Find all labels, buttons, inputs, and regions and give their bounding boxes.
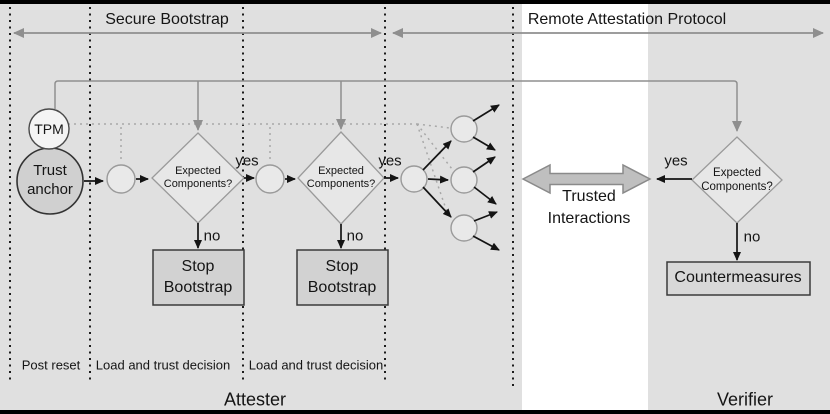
stop-bootstrap1-label: Stop Bootstrap bbox=[164, 256, 232, 298]
verifier-role-label: Verifier bbox=[716, 389, 774, 410]
decision1-no-label: no bbox=[203, 227, 221, 245]
countermeasures-box bbox=[666, 261, 811, 296]
decision2-label: Expected Components? bbox=[307, 165, 376, 191]
top-border bbox=[0, 0, 830, 4]
verifier-decision-line2: Components? bbox=[701, 181, 773, 193]
verifier-yes-label: yes bbox=[664, 152, 688, 170]
section-divider-lines bbox=[9, 7, 514, 390]
trust-chain-bus bbox=[54, 80, 742, 132]
decision2-yes-label: yes bbox=[378, 152, 402, 170]
trusted-line2: Interactions bbox=[547, 210, 631, 227]
countermeasures-label: Countermeasures bbox=[674, 269, 802, 286]
trust-anchor-label: Trust anchor bbox=[27, 161, 73, 199]
decision1-line2: Components? bbox=[163, 178, 233, 190]
phase-post-reset-label: Post reset bbox=[21, 357, 81, 373]
trusted-interactions-label: Trusted Interactions bbox=[548, 186, 631, 230]
component-node-1 bbox=[106, 164, 136, 194]
tpm-measurement-dotted-lines bbox=[68, 123, 453, 216]
fanout-node-middle bbox=[450, 166, 478, 194]
stop-bootstrap-box-2 bbox=[296, 249, 389, 306]
trust-anchor-line1: Trust bbox=[33, 162, 67, 179]
flow-arrows bbox=[84, 104, 741, 261]
attester-role-label: Attester bbox=[223, 389, 287, 410]
stop2-line1: Stop bbox=[325, 258, 359, 275]
phase-load-trust2-label: Load and trust decision bbox=[248, 357, 384, 373]
fanout-root-node bbox=[400, 165, 428, 193]
remote-attestation-label: Remote Attestation Protocol bbox=[527, 11, 727, 28]
fanout-node-bottom bbox=[450, 214, 478, 242]
decision1-yes-label: yes bbox=[235, 152, 259, 170]
phase-load-trust1-label: Load and trust decision bbox=[95, 357, 231, 373]
bottom-border bbox=[0, 410, 830, 414]
decision1-label: Expected Components? bbox=[164, 165, 233, 191]
stop1-line2: Bootstrap bbox=[163, 279, 233, 296]
decision2-line2: Components? bbox=[306, 178, 376, 190]
verifier-decision-line1: Expected bbox=[713, 167, 761, 179]
decision2-line1: Expected bbox=[318, 165, 364, 177]
fanout-node-top bbox=[450, 115, 478, 143]
stop1-line1: Stop bbox=[181, 258, 215, 275]
tpm-node bbox=[28, 108, 70, 150]
trusted-line1: Trusted bbox=[562, 188, 616, 205]
tpm-label: TPM bbox=[34, 121, 64, 137]
decision1-line1: Expected bbox=[175, 165, 221, 177]
decision2-no-label: no bbox=[346, 227, 364, 245]
stop2-line2: Bootstrap bbox=[307, 279, 377, 296]
secure-bootstrap-label: Secure Bootstrap bbox=[105, 11, 229, 28]
stop-bootstrap-box-1 bbox=[152, 249, 245, 306]
nodes bbox=[16, 108, 811, 306]
stop-bootstrap2-label: Stop Bootstrap bbox=[308, 256, 376, 298]
component-node-2 bbox=[255, 164, 285, 194]
trusted-interactions-region bbox=[522, 4, 648, 410]
verifier-no-label: no bbox=[743, 228, 761, 246]
trusted-interactions-block-arrow bbox=[521, 163, 652, 195]
verifier-decision-label: Expected Components? bbox=[701, 166, 773, 194]
trust-anchor-line2: anchor bbox=[27, 181, 73, 198]
attester-region bbox=[0, 4, 522, 410]
